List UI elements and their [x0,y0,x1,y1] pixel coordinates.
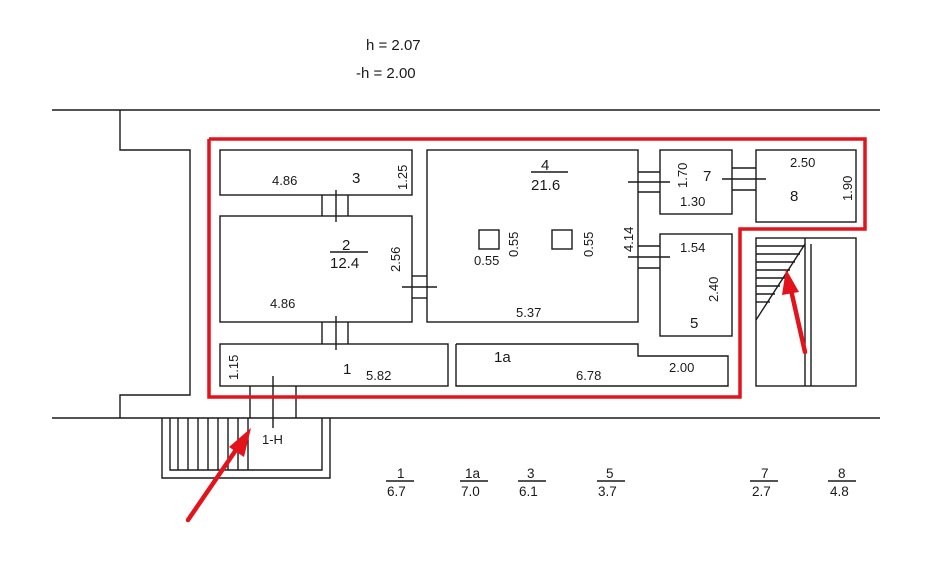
room-3 [219,149,413,196]
area-legend: 1 6.7 1a 7.0 3 6.1 5 3.7 7 2.7 8 4.8 [386,466,856,499]
ceiling-height-label: h = 2.07 [366,37,421,54]
legend-area: 6.1 [519,484,538,499]
column-a-size: 0.55 [474,253,499,268]
room-1a-number: 1a [494,349,511,366]
column-a [478,229,500,250]
room-2-number: 2 [342,237,350,254]
room-8-width: 2.50 [790,155,815,170]
column-a-depth: 0.55 [506,232,521,257]
room-3-number: 3 [352,170,360,187]
room-1-number: 1 [343,361,351,378]
legend-number: 8 [838,466,846,481]
legend-item-5: 5 3.7 [597,466,625,499]
room-4-area: 21.6 [531,177,560,194]
room-4-depth: 4.14 [621,227,636,252]
room-1a [455,343,729,387]
room-1-depth: 1.15 [226,355,241,380]
room-1a-width: 6.78 [576,368,601,383]
room-4-number: 4 [541,157,549,174]
room-8 [755,149,857,223]
room-1-width: 5.82 [366,368,391,383]
highlight-boundary [207,137,867,399]
room-5-number: 5 [690,315,698,332]
legend-area: 4.8 [830,484,849,499]
room-4-width: 5.37 [516,305,541,320]
room-7-number: 7 [703,168,711,185]
entrance-label: 1-H [262,432,283,447]
legend-number: 3 [527,466,535,481]
legend-item-7: 7 2.7 [750,466,778,499]
room-2-width: 4.86 [270,296,295,311]
legend-item-1a: 1a 7.0 [460,466,488,499]
entrance-steps [161,418,331,479]
legend-area: 2.7 [752,484,771,499]
floor-depth-label: -h = 2.00 [356,65,416,82]
column-b-depth: 0.55 [581,232,596,257]
room-7-height: 1.70 [675,163,690,188]
legend-area: 6.7 [387,484,406,499]
staircase-right [755,237,857,387]
room-3-depth: 1.25 [395,165,410,190]
building-outline [52,109,880,419]
legend-item-8: 8 4.8 [828,466,856,499]
legend-item-1: 1 6.7 [386,466,414,499]
room-8-number: 8 [790,188,798,205]
legend-number: 1a [465,466,481,481]
room-3-width: 4.86 [272,173,297,188]
room-1 [219,343,449,387]
arrow-entrance [185,428,251,523]
arrow-staircase [782,269,808,355]
legend-area: 7.0 [461,484,480,499]
room-5-width: 1.54 [680,240,705,255]
legend-number: 1 [397,466,405,481]
room-1a-extra: 2.00 [669,360,694,375]
room-8-depth: 1.90 [840,176,855,201]
room-4 [426,149,639,323]
door-openings [249,167,766,428]
legend-item-3: 3 6.1 [518,466,546,499]
room-2-area: 12.4 [330,255,359,272]
room-2 [219,215,413,323]
legend-number: 7 [761,466,769,481]
legend-area: 3.7 [598,484,617,499]
column-b [551,229,573,250]
room-2-depth: 2.56 [388,247,403,272]
room-5 [659,233,733,337]
room-7-width: 1.30 [680,194,705,209]
legend-number: 5 [606,466,614,481]
room-5-depth: 2.40 [706,277,721,302]
room-7 [659,149,733,215]
